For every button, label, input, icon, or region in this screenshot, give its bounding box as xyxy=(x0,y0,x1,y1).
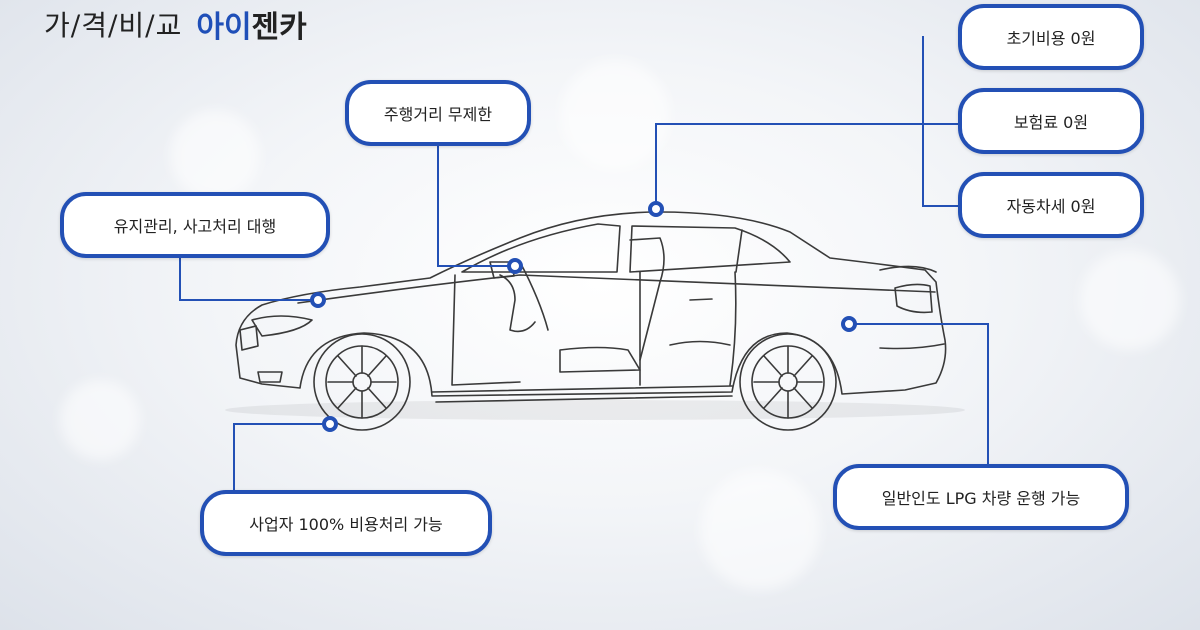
feature-initial-cost-label: 초기비용 0원 xyxy=(1006,29,1096,48)
bokeh-light xyxy=(60,380,140,460)
feature-initial-cost: 초기비용 0원 xyxy=(958,4,1144,70)
feature-maintenance-label: 유지관리, 사고처리 대행 xyxy=(113,217,277,236)
bokeh-light xyxy=(1080,250,1180,350)
feature-vehicle-tax-label: 자동차세 0원 xyxy=(1006,197,1096,216)
bokeh-light xyxy=(170,110,260,200)
brand-logo: 아이젠카 xyxy=(196,2,306,46)
brand-part2: 젠카 xyxy=(251,10,307,45)
connector-dots xyxy=(310,201,857,432)
feature-lpg-label: 일반인도 LPG 차량 운행 가능 xyxy=(881,489,1081,508)
connector-mileage xyxy=(437,143,515,267)
bokeh-light xyxy=(560,60,670,170)
brand-part1: 아이 xyxy=(196,10,252,45)
dot-dashboard xyxy=(507,258,523,274)
connector-insurance xyxy=(655,123,958,209)
connector-lpg xyxy=(849,323,989,464)
feature-insurance-label: 보험료 0원 xyxy=(1013,113,1089,132)
dot-hood xyxy=(310,292,326,308)
car-line-art xyxy=(225,211,965,431)
feature-business-expense: 사업자 100% 비용처리 가능 xyxy=(200,490,492,556)
feature-business-expense-label: 사업자 100% 비용처리 가능 xyxy=(249,515,443,534)
title-prefix: 가/격/비/교 xyxy=(44,9,183,42)
connector-maintenance xyxy=(179,255,318,301)
feature-vehicle-tax: 자동차세 0원 xyxy=(958,172,1144,238)
feature-unlimited-mileage-label: 주행거리 무제한 xyxy=(383,105,493,124)
connector-cost-bracket xyxy=(922,36,958,207)
bokeh-light xyxy=(700,470,820,590)
dot-fuel-cap xyxy=(841,316,857,332)
feature-lpg: 일반인도 LPG 차량 운행 가능 xyxy=(833,464,1129,530)
page-title: 가/격/비/교 아이젠카 xyxy=(44,2,307,46)
feature-unlimited-mileage: 주행거리 무제한 xyxy=(345,80,531,146)
feature-maintenance: 유지관리, 사고처리 대행 xyxy=(60,192,330,258)
connector-lines xyxy=(179,36,989,531)
dot-wheel xyxy=(322,416,338,432)
feature-insurance: 보험료 0원 xyxy=(958,88,1144,154)
dot-roof xyxy=(648,201,664,217)
